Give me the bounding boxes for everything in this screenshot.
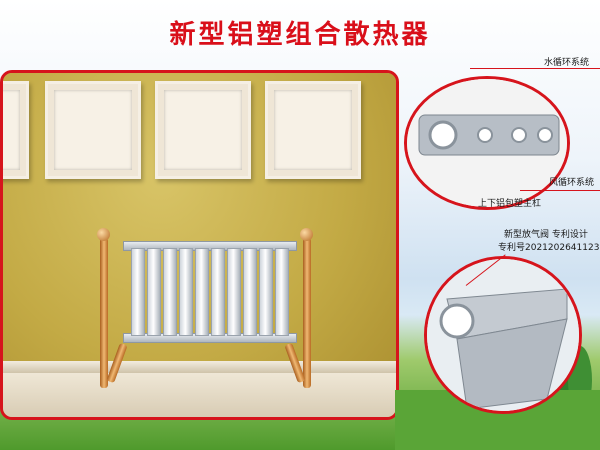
air-valve-detail-lens [424,256,582,414]
radiator-fin [147,248,161,336]
leader-line-water [470,68,600,69]
wall-frame-2 [45,81,141,179]
main-bar-label: 上下铝包塑主杠 [478,199,542,209]
radiator-fin [211,248,225,336]
floor [3,373,396,417]
wall-frame-3 [155,81,251,179]
air-valve-title: 新型放气阀 专利设计 [504,230,588,240]
radiator-fin [227,248,241,336]
radiator-fin [163,248,177,336]
cross-section-detail-lens [404,76,570,210]
right-post [303,238,311,388]
right-finial [300,228,313,241]
top-manifold [123,241,297,251]
radiator-fin [131,248,145,336]
radiator-fin [275,248,289,336]
left-finial [97,228,110,241]
wall-frame-1 [3,81,29,179]
bottom-manifold [123,333,297,343]
radiator-fin [179,248,193,336]
leader-line-wind [520,190,600,191]
wind-system-label: 风循环系统 [549,178,595,188]
room-scene-panel [0,70,399,420]
left-post [100,238,108,388]
patent-number-label: 专利号2021202641123 [498,243,600,253]
air-valve-illustration [427,259,579,411]
wall-frame-4 [265,81,361,179]
cross-section-illustration [407,79,567,207]
radiator-fin [195,248,209,336]
radiator-fin [259,248,273,336]
radiator-fin [243,248,257,336]
water-system-label: 水循环系统 [544,58,590,68]
skirting-board [3,361,396,373]
page-title: 新型铝塑组合散热器 [169,20,431,50]
